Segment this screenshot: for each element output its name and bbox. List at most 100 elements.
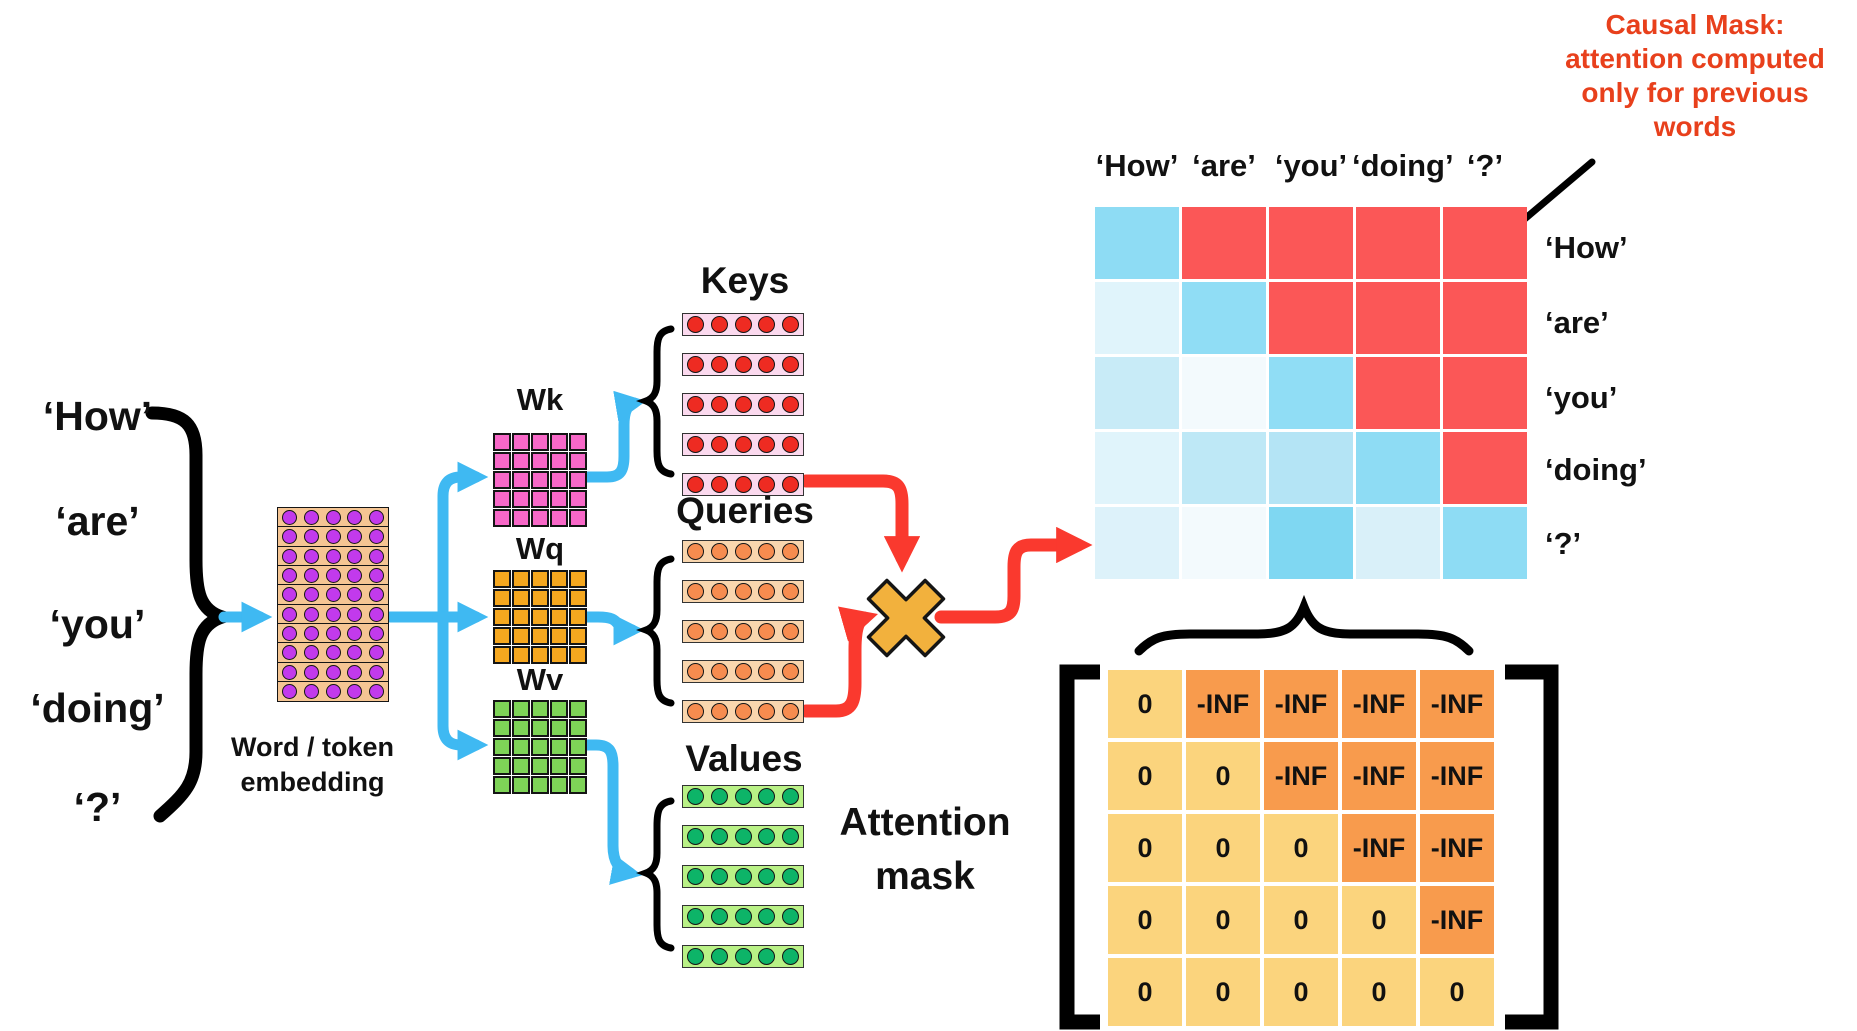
arrow-wk-to-keys-icon (581, 390, 647, 483)
embedding-row (277, 642, 389, 664)
attention-col-label: ‘are’ (1192, 148, 1256, 183)
mask-cell-r4c2: 0 (1264, 958, 1338, 1026)
mask-cell-r1c0: 0 (1108, 742, 1182, 810)
token-label: ‘doing’ (30, 685, 165, 731)
mask-right-bracket (1505, 664, 1559, 1030)
token-label: ‘How’ (42, 393, 153, 439)
causal-note-line: attention computed (1565, 43, 1825, 74)
embedding-row (277, 661, 389, 683)
embedding-row (277, 622, 389, 644)
attention-matrix (1095, 207, 1527, 579)
attention-cell-r4c0 (1095, 507, 1179, 579)
attention-underbrace (1134, 594, 1474, 656)
wq-matrix (493, 570, 587, 664)
attention-cell-r1c4 (1443, 282, 1527, 354)
embedding-row (277, 680, 389, 702)
mask-cell-r2c2: 0 (1264, 814, 1338, 882)
queries-row (682, 540, 804, 563)
token-label: ‘are’ (55, 498, 140, 544)
attention-cell-r4c4 (1443, 507, 1527, 579)
attention-cell-r3c0 (1095, 432, 1179, 504)
attention-col-label: ‘you’ (1274, 148, 1348, 183)
queries-row (682, 580, 804, 603)
embedding-row (277, 603, 389, 625)
multiply-icon (866, 578, 946, 658)
embedding-matrix (277, 507, 389, 702)
token-label: ‘?’ (73, 784, 122, 830)
wv-matrix (493, 700, 587, 794)
attention-cell-r0c0 (1095, 207, 1179, 279)
attention-row-label: ‘?’ (1545, 526, 1582, 561)
attention-cell-r0c1 (1182, 207, 1266, 279)
arrow-queries-to-multiply-icon (799, 606, 878, 718)
mask-cell-r2c3: -INF (1342, 814, 1416, 882)
mask-cell-r2c1: 0 (1186, 814, 1260, 882)
attention-cell-r4c3 (1356, 507, 1440, 579)
attention-cell-r0c4 (1443, 207, 1527, 279)
attention-col-label: ‘doing’ (1352, 148, 1454, 183)
mask-cell-r0c2: -INF (1264, 670, 1338, 738)
attention-mask-label: Attention mask (798, 796, 1052, 904)
keys-rows (682, 313, 806, 498)
attention-col-label: ‘?’ (1466, 148, 1504, 183)
causal-note-line: words (1653, 111, 1737, 142)
attention-cell-r1c3 (1356, 282, 1440, 354)
attention-row-label: ‘doing’ (1545, 452, 1647, 487)
embedding-row (277, 584, 389, 606)
values-title: Values (685, 738, 803, 779)
wk-matrix (493, 433, 587, 527)
mask-cell-r4c4: 0 (1420, 958, 1494, 1026)
attention-cell-r0c3 (1356, 207, 1440, 279)
mask-cell-r3c1: 0 (1186, 886, 1260, 954)
embedding-row (277, 545, 389, 567)
keys-row (682, 353, 804, 376)
token-label: ‘you’ (49, 601, 146, 647)
mask-cell-r0c0: 0 (1108, 670, 1182, 738)
mask-cell-r4c1: 0 (1186, 958, 1260, 1026)
queries-rows (682, 540, 806, 725)
mask-cell-r0c1: -INF (1186, 670, 1260, 738)
arrow-embedding-to-wv-icon (437, 611, 489, 761)
mask-cell-r2c4: -INF (1420, 814, 1494, 882)
values-row (682, 945, 804, 968)
embedding-label-line2: embedding (240, 767, 385, 797)
attention-row-label: ‘you’ (1545, 380, 1618, 415)
embedding-label: Word / token embedding (190, 730, 435, 800)
attention-col-label: ‘How’ (1095, 148, 1179, 183)
wv-label: Wv (516, 662, 564, 697)
mask-cell-r4c0: 0 (1108, 958, 1182, 1026)
queries-row (682, 660, 804, 683)
values-row (682, 785, 804, 808)
mask-cell-r2c0: 0 (1108, 814, 1182, 882)
arrow-wq-to-queries-icon (581, 611, 645, 646)
attention-cell-r2c0 (1095, 357, 1179, 429)
mask-left-bracket (1059, 664, 1100, 1030)
queries-title: Queries (676, 490, 814, 531)
mask-cell-r3c3: 0 (1342, 886, 1416, 954)
values-row (682, 905, 804, 928)
keys-title: Keys (700, 260, 790, 301)
attention-cell-r2c3 (1356, 357, 1440, 429)
arrow-wv-to-values-icon (581, 739, 643, 885)
attention-cell-r2c1 (1182, 357, 1266, 429)
attention-cell-r0c2 (1269, 207, 1353, 279)
causal-note-line: Causal Mask: (1605, 9, 1785, 40)
attention-cell-r2c4 (1443, 357, 1527, 429)
attention-cell-r3c2 (1269, 432, 1353, 504)
mask-cell-r0c4: -INF (1420, 670, 1494, 738)
keys-row (682, 473, 804, 496)
attention-cell-r1c2 (1269, 282, 1353, 354)
attention-mask-label-line1: Attention (839, 801, 1011, 844)
keys-brace (636, 325, 675, 478)
attention-cell-r2c2 (1269, 357, 1353, 429)
queries-brace (636, 555, 675, 707)
attention-cell-r3c4 (1443, 432, 1527, 504)
attention-row-label: ‘How’ (1545, 230, 1628, 265)
embedding-row (277, 507, 389, 528)
arrow-multiply-to-attention-icon (934, 526, 1093, 624)
embedding-row (277, 564, 389, 586)
keys-row (682, 433, 804, 456)
mask-cell-r1c1: 0 (1186, 742, 1260, 810)
